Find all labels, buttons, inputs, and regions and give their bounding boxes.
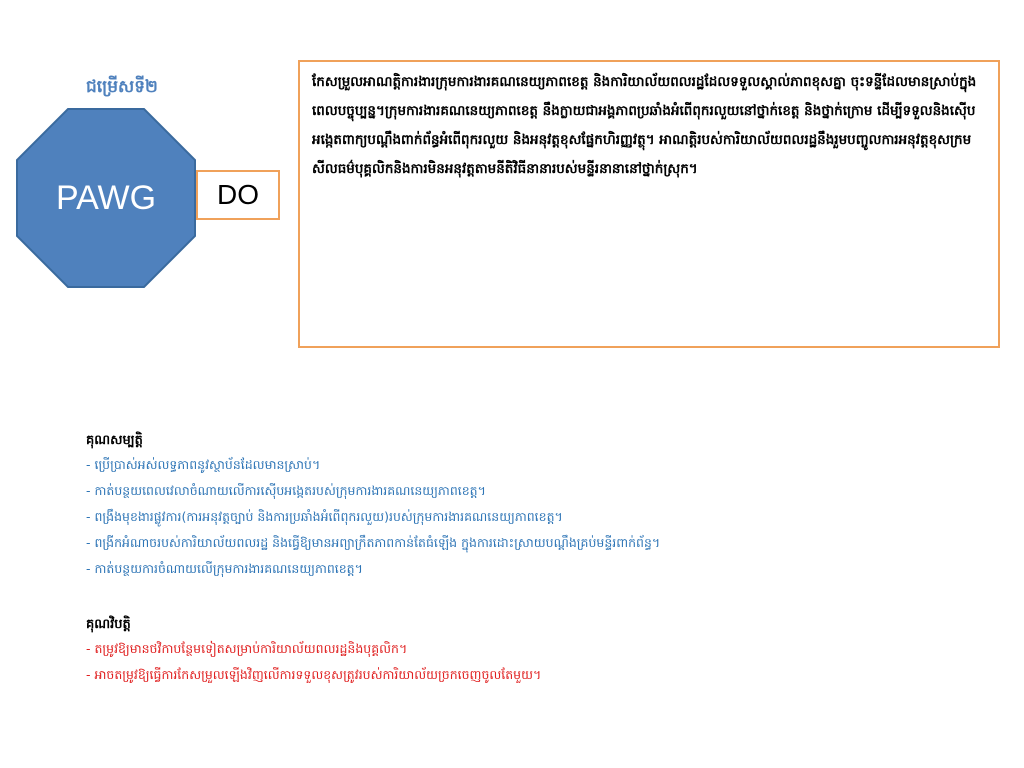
- advantages-heading: គុណសម្បត្តិ: [86, 433, 143, 448]
- disadvantages-heading: គុណវិបត្តិ: [86, 617, 131, 632]
- disadvantage-item: - អាចតម្រូវឱ្យធ្វើការកែសម្រួលឡើងវិញលើការ…: [86, 667, 542, 682]
- advantages-section: គុណសម្បត្តិ - ប្រើប្រាស់អស់លទ្ធភាពនូវស្ថ…: [86, 432, 986, 587]
- description-box: កែសម្រួលអាណត្តិការងារក្រុមការងារគណនេយ្យភ…: [298, 60, 1000, 348]
- advantage-item: - ប្រើប្រាស់អស់លទ្ធភាពនូវស្ថាប័នដែលមានស្…: [86, 457, 321, 472]
- octagon-shape: [16, 108, 196, 288]
- advantage-item: - ពង្រឹងមុខងារផ្លូវការ(ការអនុវត្តច្បាប់ …: [86, 509, 563, 524]
- pawg-octagon: PAWG: [15, 107, 197, 289]
- option-title: ជម្រើសទី២: [86, 77, 158, 97]
- description-text: កែសម្រួលអាណត្តិការងារក្រុមការងារគណនេយ្យភ…: [312, 74, 977, 177]
- advantage-item: - កាត់បន្ថយពេលវេលាចំណាយលើការស៊ើបអង្កេតរប…: [86, 483, 486, 498]
- disadvantage-item: - តម្រូវឱ្យមានថវិកាបន្ថែមទៀតសម្រាប់ការិយ…: [86, 641, 408, 656]
- disadvantages-section: គុណវិបត្តិ - តម្រូវឱ្យមានថវិកាបន្ថែមទៀតស…: [86, 616, 986, 693]
- do-box: DO: [196, 170, 280, 220]
- advantage-item: - ពង្រីកអំណាចរបស់ការិយាល័យពលរដ្ឋ និងធ្វើ…: [86, 535, 661, 550]
- advantage-item: - កាត់បន្ថយការចំណាយលើក្រុមការងារគណនេយ្យភ…: [86, 561, 363, 576]
- pawg-label: PAWG: [55, 178, 157, 217]
